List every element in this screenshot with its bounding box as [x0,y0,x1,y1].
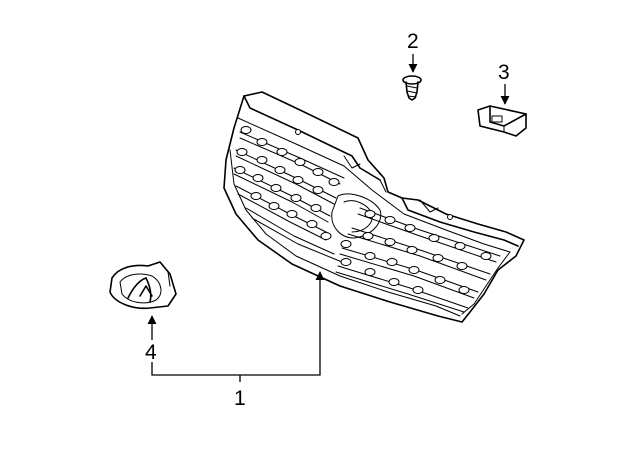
screw [402,75,422,101]
leader-lines [147,54,510,382]
callout-3: 3 [498,61,510,84]
emblem [109,261,177,310]
callout-1: 1 [234,387,246,410]
callout-2: 2 [407,30,419,53]
callout-4: 4 [145,341,157,364]
grille-assembly [223,91,525,323]
clip [477,105,527,137]
